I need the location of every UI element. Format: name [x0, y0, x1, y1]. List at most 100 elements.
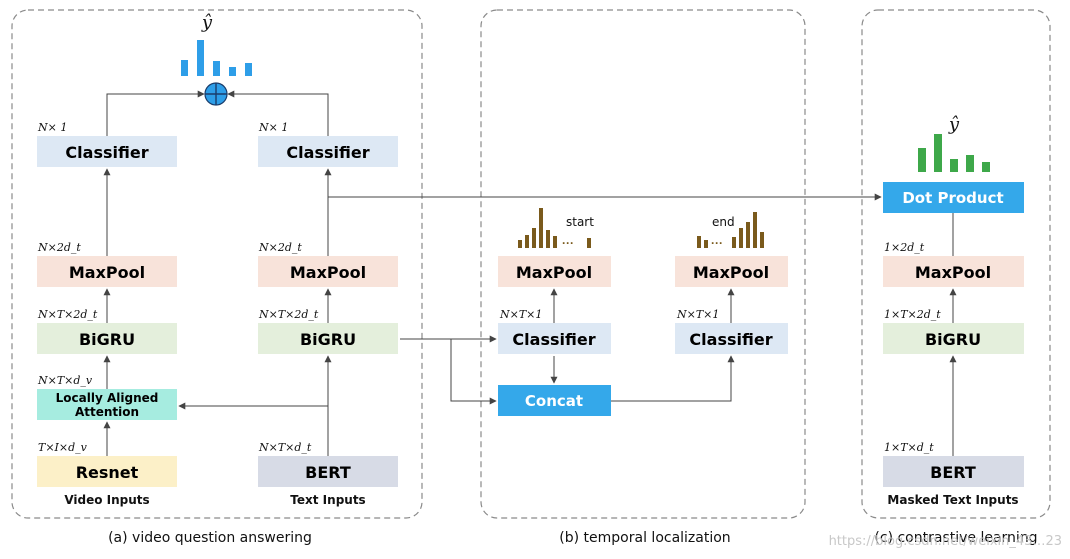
video-bigru-dim: N×T×2d_t: [37, 308, 98, 321]
start-bar: [553, 236, 557, 248]
maxpool-c-label: MaxPool: [915, 263, 991, 282]
start-dots: ···: [562, 236, 574, 250]
end-bar: [753, 212, 757, 248]
output-bar: [229, 67, 236, 76]
output-bar: [982, 162, 990, 172]
bert-label: BERT: [305, 463, 351, 482]
bert-c-box: [883, 456, 1024, 487]
start-bar: [532, 228, 536, 248]
output-bar: [181, 60, 188, 76]
maxpool-b-left-label: MaxPool: [516, 263, 592, 282]
sum-node-icon: [204, 82, 228, 106]
end-bar: [760, 232, 764, 248]
attention-box: [37, 389, 177, 420]
video-classifier-label: Classifier: [65, 143, 148, 162]
panel-a-caption: (a) video question answering: [108, 530, 312, 546]
watermark: https://blog.csdn.net/weixin_43…23: [829, 534, 1062, 549]
start-bar: [518, 240, 522, 248]
video-classifier-dim: N× 1: [37, 121, 67, 134]
start-distribution-bars: [518, 208, 591, 248]
text-maxpool-box: [258, 256, 398, 287]
output-bar: [934, 134, 942, 172]
end-bar: [732, 237, 736, 248]
text-bigru-label: BiGRU: [300, 330, 356, 349]
edge-text-bigru-to-concat: [450, 339, 497, 405]
maxpool-b-right-label: MaxPool: [693, 263, 769, 282]
start-label: start: [566, 215, 594, 229]
panel-b-frame: [480, 9, 806, 519]
start-bar: [525, 235, 529, 248]
text-maxpool-dim: N×2d_t: [258, 241, 302, 254]
output-bar: [213, 61, 220, 76]
attention-label-line1: Locally Aligned: [56, 391, 159, 405]
end-bar: [739, 228, 743, 248]
output-bar: [197, 40, 204, 76]
edge-video-classifier-to-sum: [106, 90, 205, 136]
text-classifier-box: [258, 136, 398, 167]
bigru-c-box: [883, 323, 1024, 354]
panel-c-frame: [861, 9, 1051, 519]
resnet-dim: T×I×d_v: [38, 441, 88, 454]
video-inputs-label: Video Inputs: [64, 493, 149, 507]
attention-dim: N×T×d_v: [37, 374, 93, 387]
panel-c-output-bars: [918, 134, 990, 172]
bert-c-label: BERT: [930, 463, 976, 482]
end-bar: [746, 222, 750, 248]
video-bigru-box: [37, 323, 177, 354]
dot-product-box: [883, 182, 1024, 213]
end-dots: ···: [711, 236, 723, 250]
bert-box: [258, 456, 398, 487]
output-bar: [966, 155, 974, 172]
end-label: end: [712, 215, 735, 229]
end-distribution-bars: [697, 212, 764, 248]
bigru-c-dim: 1×T×2d_t: [884, 308, 941, 321]
concat-label: Concat: [525, 392, 583, 410]
panel-a-output-bars: [181, 40, 252, 76]
bigru-c-label: BiGRU: [925, 330, 981, 349]
maxpool-b-right-box: [675, 256, 788, 287]
classifier-b-left-box: [498, 323, 611, 354]
maxpool-c-box: [883, 256, 1024, 287]
video-maxpool-label: MaxPool: [69, 263, 145, 282]
classifier-b-left-dim: N×T×1: [499, 308, 542, 321]
text-classifier-dim: N× 1: [258, 121, 288, 134]
panel-a-yhat: ŷ: [201, 12, 213, 33]
text-inputs-label: Text Inputs: [290, 493, 365, 507]
dot-product-label: Dot Product: [902, 189, 1003, 207]
panel-b-caption: (b) temporal localization: [559, 530, 730, 546]
text-maxpool-label: MaxPool: [290, 263, 366, 282]
maxpool-b-left-box: [498, 256, 611, 287]
bert-c-dim: 1×T×d_t: [884, 441, 934, 454]
output-bar: [245, 63, 252, 76]
text-bigru-dim: N×T×2d_t: [258, 308, 319, 321]
panel-c-yhat: ŷ: [948, 114, 960, 135]
end-bar: [697, 236, 701, 248]
edge-concat-to-classifier-b-right: [611, 355, 735, 402]
video-maxpool-box: [37, 256, 177, 287]
maxpool-c-dim: 1×2d_t: [884, 241, 925, 254]
video-maxpool-dim: N×2d_t: [37, 241, 81, 254]
resnet-label: Resnet: [76, 463, 139, 482]
masked-text-inputs-label: Masked Text Inputs: [887, 493, 1018, 507]
start-bar: [587, 238, 591, 248]
attention-label-line2: Attention: [75, 405, 139, 419]
output-bar: [918, 148, 926, 172]
start-bar: [546, 230, 550, 248]
classifier-b-right-box: [675, 323, 788, 354]
text-bigru-box: [258, 323, 398, 354]
bert-dim: N×T×d_t: [258, 441, 312, 454]
concat-box: [498, 385, 611, 416]
resnet-box: [37, 456, 177, 487]
classifier-b-right-label: Classifier: [689, 330, 772, 349]
video-bigru-label: BiGRU: [79, 330, 135, 349]
classifier-b-right-dim: N×T×1: [676, 308, 719, 321]
panel-a-frame: [11, 9, 423, 519]
start-bar: [539, 208, 543, 248]
video-classifier-box: [37, 136, 177, 167]
edge-text-classifier-to-sum: [227, 90, 329, 136]
text-classifier-label: Classifier: [286, 143, 369, 162]
end-bar: [704, 240, 708, 248]
panel-c-caption: (c) contrastive learning: [874, 530, 1037, 546]
classifier-b-left-label: Classifier: [512, 330, 595, 349]
